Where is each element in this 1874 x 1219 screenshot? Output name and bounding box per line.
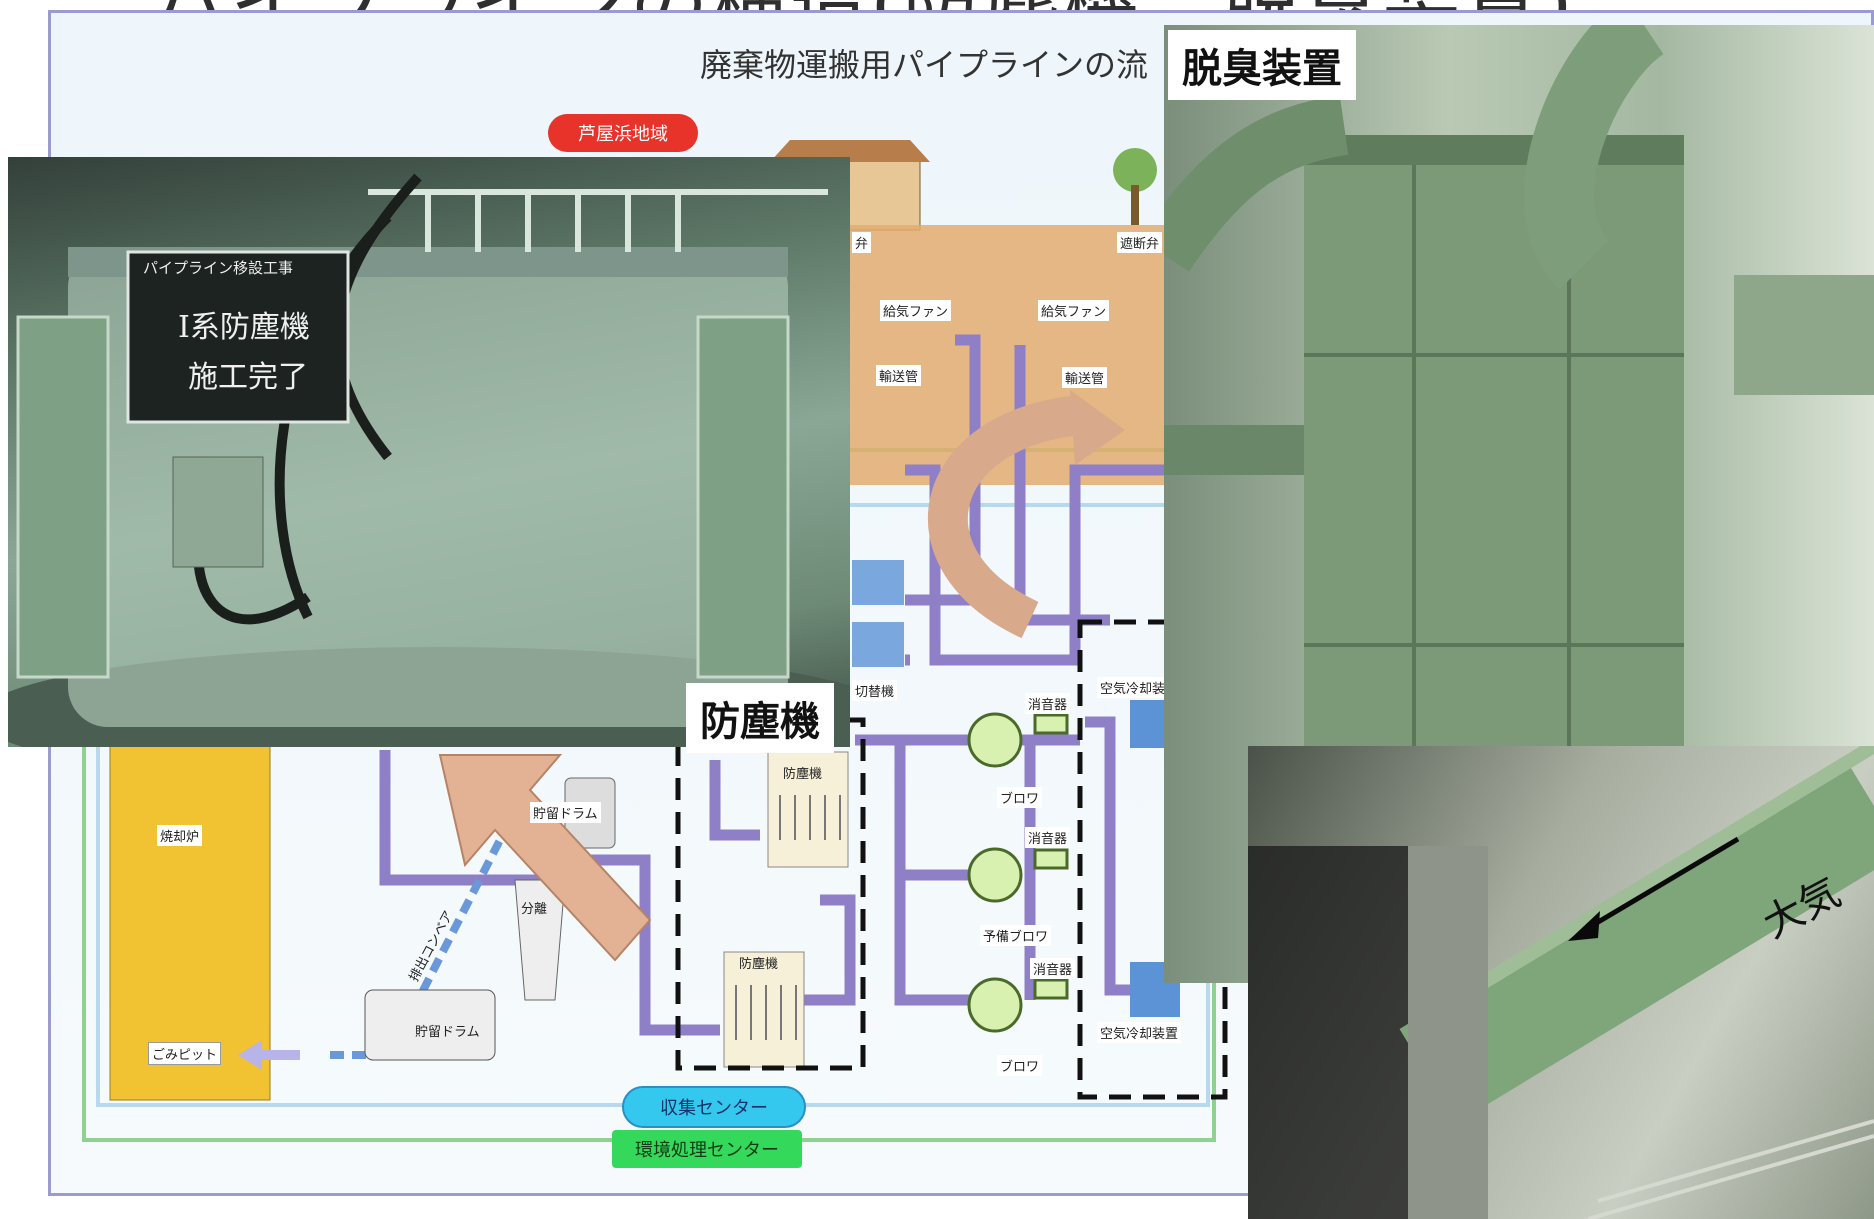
- pit-arrow: [238, 1040, 300, 1070]
- label-garbage-pit: ごみピット: [148, 1042, 222, 1065]
- label-pipe-right: 輸送管: [1062, 367, 1108, 388]
- env-center-label: 環境処理センター: [612, 1130, 802, 1168]
- label-muffler-3: 消音器: [1030, 958, 1076, 979]
- label-blower-3: ブロワ: [997, 1055, 1043, 1076]
- dust-collector-drawing: [8, 173, 850, 747]
- label-blower-spare: 予備ブロワ: [980, 925, 1052, 946]
- dust-collector-2: [723, 951, 805, 1068]
- label-fan-left: 給気ファン: [880, 300, 952, 321]
- label-muffler-2: 消音器: [1025, 827, 1071, 848]
- drum-bottom: [364, 989, 496, 1061]
- dust-box-frame: [675, 717, 866, 1071]
- switch-box-1: [852, 560, 904, 605]
- dust-collector-1: [767, 751, 849, 868]
- exhaust-photo: 大気: [1248, 746, 1874, 1219]
- conveyor-line: [330, 838, 504, 1059]
- tree: [1113, 148, 1157, 192]
- arrow-to-deodorizer: [927, 395, 1083, 639]
- label-muffler-1: 消音器: [1025, 693, 1071, 714]
- exhaust-arrow-head: [1568, 911, 1600, 941]
- collection-center-label: 収集センター: [622, 1086, 806, 1128]
- signboard: [126, 250, 350, 424]
- incinerator-block: [109, 744, 271, 1101]
- dust-collector-photo: パイプライン移設工事 I系防塵機 施工完了: [8, 157, 850, 747]
- board-line-2: I系防塵機: [178, 310, 310, 345]
- label-valve-right: 遮断弁: [1117, 232, 1163, 253]
- diagram-subtitle: 廃棄物運搬用パイプラインの流: [700, 46, 1149, 84]
- blowers: [967, 712, 1069, 1033]
- deodorizer-caption: 脱臭装置: [1168, 30, 1356, 100]
- exhaust-arrow-line: [1581, 836, 1740, 934]
- label-cooler-bottom: 空気冷却装置: [1097, 1022, 1182, 1043]
- label-fan-right: 給気ファン: [1038, 300, 1110, 321]
- board-line-1: パイプライン移設工事: [143, 259, 294, 277]
- area-label: 芦屋浜地域: [548, 114, 698, 152]
- house-roof: [770, 140, 930, 162]
- label-blower-1: ブロワ: [997, 787, 1043, 808]
- switch-box-2: [852, 622, 904, 667]
- exhaust-drawing: [1248, 746, 1874, 1219]
- label-drum-top: 貯留ドラム: [530, 802, 601, 823]
- label-incinerator: 焼却炉: [157, 825, 203, 846]
- label-cooler-top: 空気冷却装: [1097, 677, 1169, 698]
- label-separator: 分離: [521, 902, 548, 917]
- deodorizer-drawing: [1164, 25, 1874, 845]
- board-line-3: 施工完了: [188, 360, 308, 395]
- label-pipe-left: 輸送管: [876, 365, 922, 386]
- label-valve-left: 弁: [852, 232, 872, 253]
- label-dust-collector-1: 防塵機: [783, 767, 823, 782]
- label-switcher: 切替機: [852, 680, 898, 701]
- arrow-to-dust-photo: [438, 754, 652, 962]
- label-drum-bottom: 貯留ドラム: [415, 1025, 480, 1040]
- dust-collector-caption: 防塵機: [686, 683, 834, 753]
- label-dust-collector-2: 防塵機: [739, 957, 779, 972]
